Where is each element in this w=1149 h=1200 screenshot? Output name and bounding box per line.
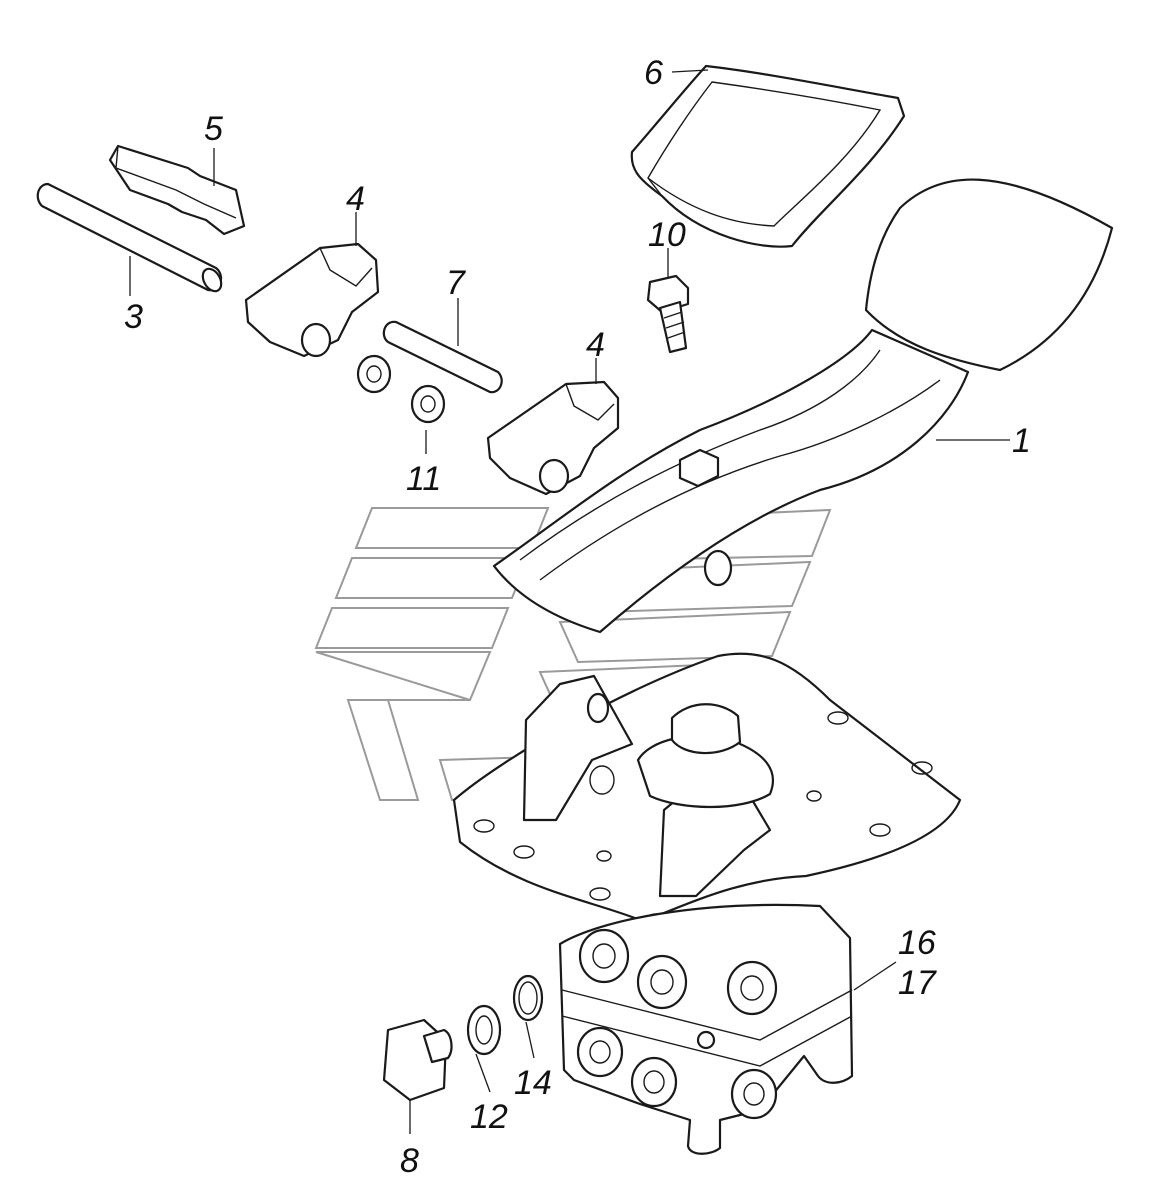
callout-12: 12 <box>470 1098 508 1136</box>
callout-17: 17 <box>898 964 937 1002</box>
callout-4-upper: 4 <box>346 180 365 218</box>
pedal-base-plate <box>452 652 962 927</box>
part-3-pin <box>36 182 223 293</box>
part-8-plug <box>382 1018 453 1102</box>
part-14-washer <box>512 974 544 1022</box>
callout-1: 1 <box>1012 422 1031 460</box>
part-10-bolt <box>646 274 690 354</box>
callout-4-lower: 4 <box>586 326 605 364</box>
part-6-pedal-pad <box>630 64 906 248</box>
part-5-clip <box>108 144 246 236</box>
callout-6: 6 <box>644 54 663 92</box>
callout-10: 10 <box>648 216 686 254</box>
callout-14: 14 <box>514 1064 552 1102</box>
part-7-pin <box>382 320 503 394</box>
part-1-pedal-lever <box>492 178 1114 634</box>
part-16-17-brake-valve <box>558 903 854 1155</box>
callout-16: 16 <box>898 924 936 962</box>
part-4-clevis-upper <box>244 242 380 358</box>
callout-3: 3 <box>124 298 143 336</box>
callout-8: 8 <box>400 1142 419 1180</box>
callout-11: 11 <box>406 460 441 498</box>
part-12-washer <box>466 1004 502 1056</box>
callout-7: 7 <box>446 264 466 302</box>
part-4-clevis-lower <box>486 380 620 496</box>
part-11-washers <box>356 354 446 424</box>
callout-5: 5 <box>204 110 223 148</box>
leader-lines <box>129 69 1010 1134</box>
